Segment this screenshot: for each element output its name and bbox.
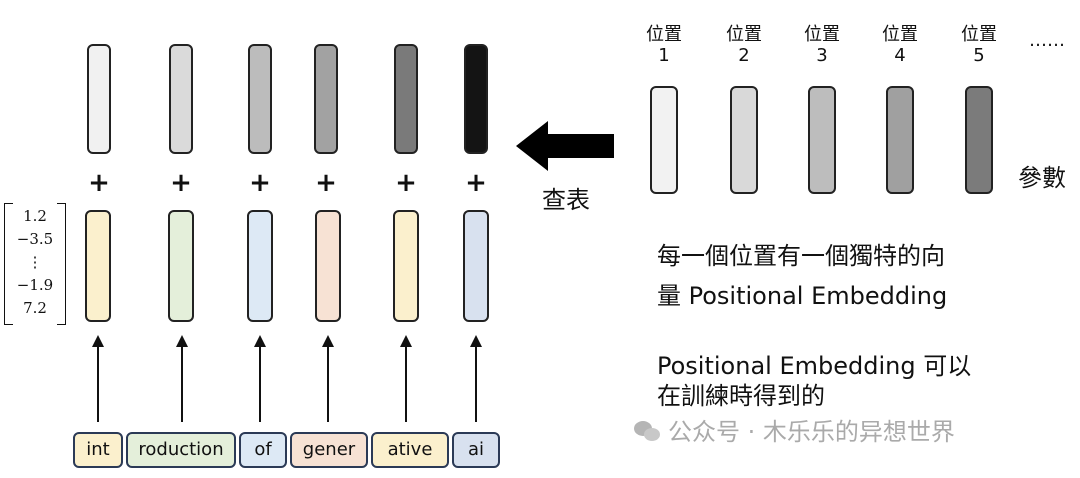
vector-value: −1.9 [16,276,54,294]
arrow-up-icon [470,335,482,347]
embedding-bar [463,210,489,322]
token: of [239,432,287,468]
position-param-bar [886,86,914,194]
lookup-label: 查表 [542,186,590,214]
description-line: 每一個位置有一個獨特的向 [657,242,945,270]
arrow-left-icon [516,121,614,171]
plus-sign: + [395,168,417,198]
description-line: Positional Embedding 可以 [657,352,972,380]
embedding-bar [168,210,194,322]
watermark-text: 公众号 · 木乐乐的异想世界 [668,418,955,446]
vector-values: 1.2 −3.5 ⋮ −1.9 7.2 [4,203,66,325]
plus-sign: + [465,168,487,198]
vector-value: 1.2 [23,207,47,225]
arrow-up-icon [322,335,334,347]
token: ai [452,432,500,468]
vector-value: ⋮ [27,253,43,271]
embedding-bar [315,210,341,322]
bracket-left [4,203,13,325]
description-line: 在訓練時得到的 [657,382,825,410]
vector-value: 7.2 [23,299,47,317]
wechat-icon [634,421,662,443]
arrow-up-icon [254,335,266,347]
arrow-up-icon [92,335,104,347]
plus-sign: + [249,168,271,198]
embedding-bar [247,210,273,322]
position-bar [314,44,338,154]
token: roduction [126,432,236,468]
embedding-bar [85,210,111,322]
plus-sign: + [88,168,110,198]
position-bar [394,44,418,154]
position-bar [248,44,272,154]
description-line: 量 Positional Embedding [657,282,948,310]
position-param-bar [730,86,758,194]
position-bar [464,44,488,154]
position-param-bar [650,86,678,194]
position-bar [87,44,111,154]
bracket-right [57,203,66,325]
token: int [73,432,123,468]
param-label: 參數 [1018,164,1066,192]
watermark: 公众号 · 木乐乐的异想世界 [634,418,955,446]
arrow-up-icon [176,335,188,347]
plus-sign: + [315,168,337,198]
token: ative [371,432,449,468]
arrow-up-icon [400,335,412,347]
token: gener [290,432,368,468]
position-param-bar [808,86,836,194]
vector-value: −3.5 [16,230,54,248]
plus-sign: + [170,168,192,198]
position-bar [169,44,193,154]
position-param-bar [965,86,993,194]
embedding-bar [393,210,419,322]
ellipsis: …… [1029,30,1065,51]
